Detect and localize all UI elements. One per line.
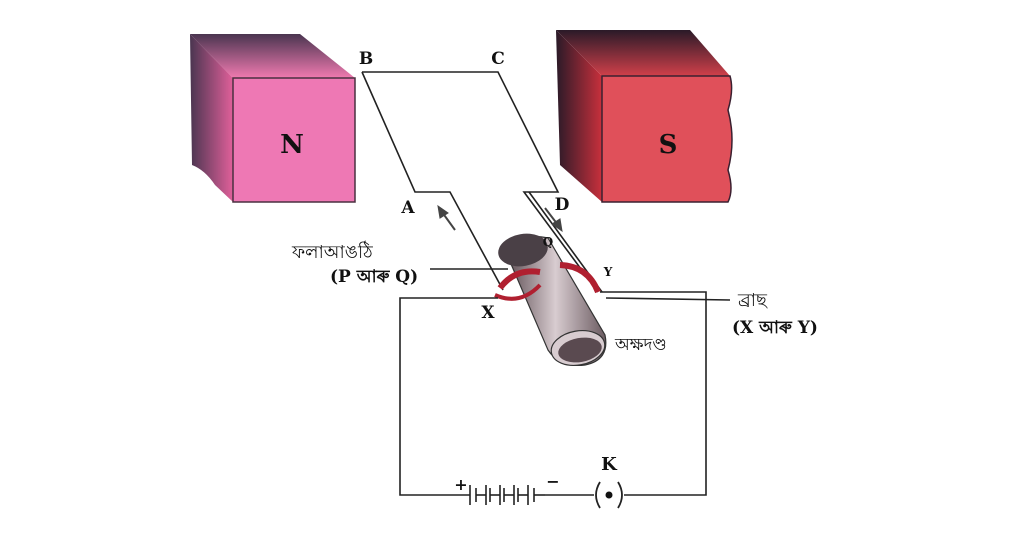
battery <box>469 485 545 505</box>
north-magnet: N <box>190 34 356 203</box>
brushes-sublabel: (X আৰু Y) <box>732 318 818 338</box>
brushes-label: ব্ৰাছ <box>737 290 768 311</box>
corner-label-c: C <box>491 49 505 69</box>
slip-rings-sublabel: (P আৰু Q) <box>330 267 418 287</box>
battery-minus-label: − <box>546 472 559 491</box>
slip-rings-label: ফলাআঙঠি <box>291 241 373 263</box>
corner-label-d: D <box>555 195 570 215</box>
ring-q-label: Q <box>543 235 553 249</box>
brush-y-label: Y <box>603 265 613 279</box>
brush-x-label: X <box>481 303 495 323</box>
key-label: K <box>601 454 618 475</box>
slip-rings <box>494 262 601 301</box>
battery-plus-label: + <box>454 475 467 494</box>
south-magnet: S <box>556 30 733 203</box>
plug-key <box>595 481 623 509</box>
circuit-wires <box>399 268 731 496</box>
current-arrow-down <box>544 207 563 233</box>
corner-label-b: B <box>359 49 373 69</box>
current-arrow-up <box>437 204 456 231</box>
axle-label: অক্ষদণ্ড <box>614 335 667 355</box>
north-pole-label: N <box>280 130 304 160</box>
south-pole-label: S <box>659 130 678 160</box>
corner-label-a: A <box>400 198 415 218</box>
